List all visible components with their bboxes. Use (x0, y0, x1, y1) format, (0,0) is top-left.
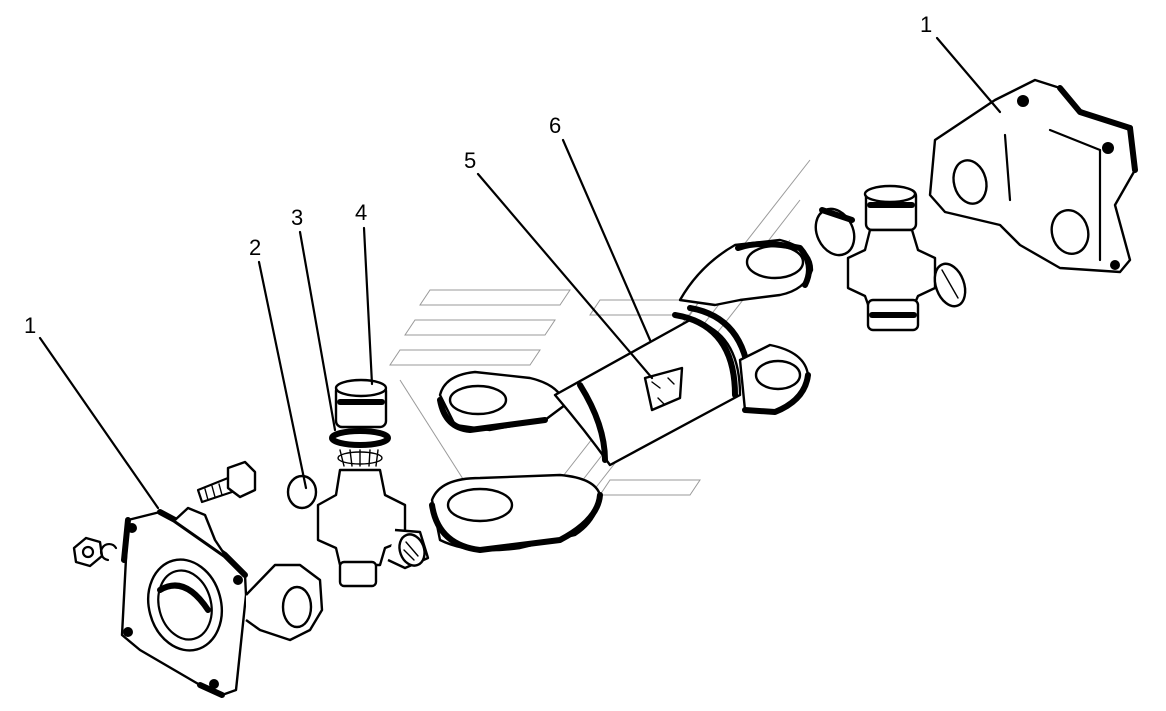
callout-6: 6 (549, 113, 561, 138)
right-flange-yoke (928, 78, 1138, 274)
callout-2: 2 (249, 235, 261, 260)
callout-1-left: 1 (24, 313, 36, 338)
callout-1-right: 1 (920, 12, 932, 37)
left-flange-yoke (120, 506, 324, 698)
callout-3: 3 (291, 205, 303, 230)
right-universal-joint (814, 184, 967, 332)
callout-4: 4 (355, 200, 367, 225)
left-universal-joint (286, 378, 430, 588)
bolt (196, 460, 257, 504)
central-shaft (429, 238, 814, 553)
lock-washer (100, 543, 118, 562)
leader-lines (38, 36, 1002, 510)
callout-5: 5 (464, 148, 476, 173)
nut (72, 536, 104, 568)
